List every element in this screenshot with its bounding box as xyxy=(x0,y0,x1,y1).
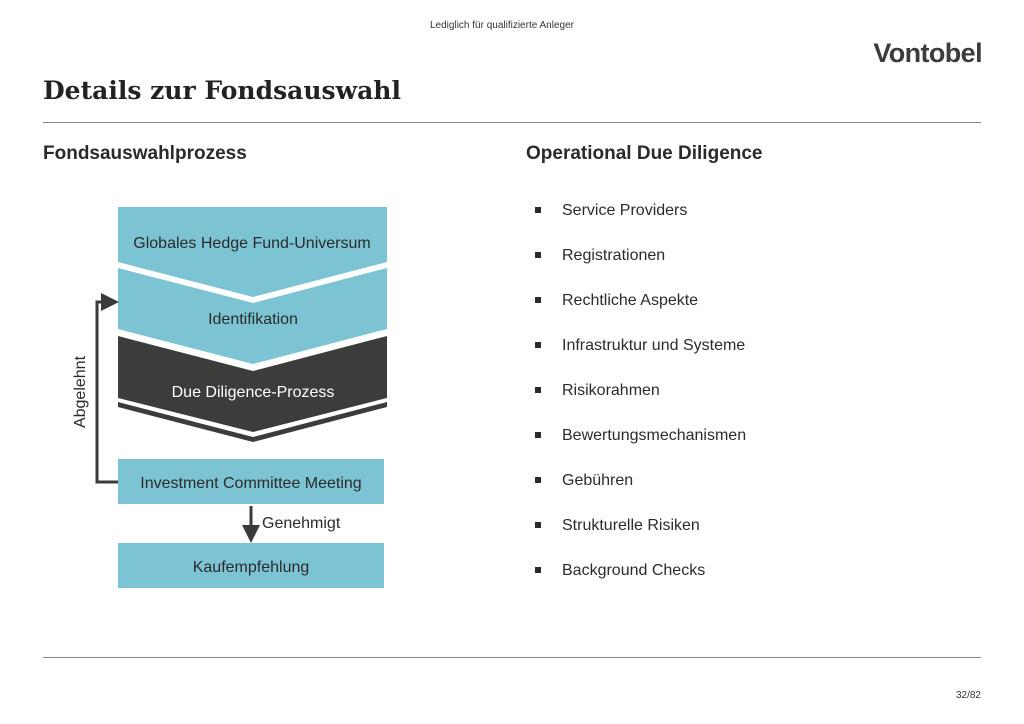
funnel-step-due-diligence-label: Due Diligence-Prozess xyxy=(172,384,335,401)
funnel-step-identification-label: Identifikation xyxy=(208,311,298,328)
bullet-icon xyxy=(535,342,541,348)
page-number: 32/82 xyxy=(955,690,981,701)
list-item: Registrationen xyxy=(533,243,746,288)
rejected-arrow xyxy=(95,293,119,484)
list-item-label: Service Providers xyxy=(562,202,688,219)
list-item-label: Gebühren xyxy=(562,472,634,489)
due-diligence-heading: Operational Due Diligence xyxy=(526,143,763,164)
list-item: Infrastruktur und Systeme xyxy=(533,333,746,378)
funnel-step-universe-shape xyxy=(118,207,387,297)
approved-label: Genehmigt xyxy=(262,515,341,532)
recommendation-box-label: Kaufempfehlung xyxy=(193,559,310,576)
list-item-label: Strukturelle Risiken xyxy=(562,517,700,534)
list-item-label: Rechtliche Aspekte xyxy=(562,292,699,309)
disclaimer-text: Lediglich für qualifizierte Anleger xyxy=(430,20,574,31)
recommendation-box xyxy=(118,543,384,588)
bullet-icon xyxy=(535,252,541,258)
funnel-step-identification-shape xyxy=(118,268,387,364)
list-item-label: Background Checks xyxy=(562,562,706,579)
list-item: Bewertungsmechanismen xyxy=(533,423,746,468)
footer-divider xyxy=(43,657,981,658)
rejected-label: Abgelehnt xyxy=(72,355,89,428)
list-item-label: Risikorahmen xyxy=(562,382,660,399)
bullet-icon xyxy=(535,522,541,528)
list-item: Service Providers xyxy=(533,198,746,243)
list-item-label: Registrationen xyxy=(562,247,666,264)
list-item: Strukturelle Risiken xyxy=(533,513,746,558)
bullet-icon xyxy=(535,387,541,393)
bullet-icon xyxy=(535,297,541,303)
list-item: Gebühren xyxy=(533,468,746,513)
bullet-icon xyxy=(535,567,541,573)
funnel-step-due-diligence-shape xyxy=(118,336,387,432)
list-item-label: Infrastruktur und Systeme xyxy=(562,337,746,354)
list-item: Rechtliche Aspekte xyxy=(533,288,746,333)
due-diligence-list: Service Providers Registrationen Rechtli… xyxy=(533,198,746,603)
vontobel-logo: Vontobel xyxy=(873,38,982,68)
bullet-icon xyxy=(535,207,541,213)
fund-selection-heading: Fondsauswahlprozess xyxy=(43,143,247,164)
list-item: Risikorahmen xyxy=(533,378,746,423)
committee-box-label: Investment Committee Meeting xyxy=(140,475,361,492)
bullet-icon xyxy=(535,477,541,483)
committee-box xyxy=(118,459,384,504)
list-item: Background Checks xyxy=(533,558,746,603)
bullet-icon xyxy=(535,432,541,438)
list-item-label: Bewertungsmechanismen xyxy=(562,427,747,444)
funnel-step-universe-label: Globales Hedge Fund-Universum xyxy=(133,235,370,252)
header-divider xyxy=(43,122,981,123)
page-title: Details zur Fondsauswahl xyxy=(43,76,401,105)
